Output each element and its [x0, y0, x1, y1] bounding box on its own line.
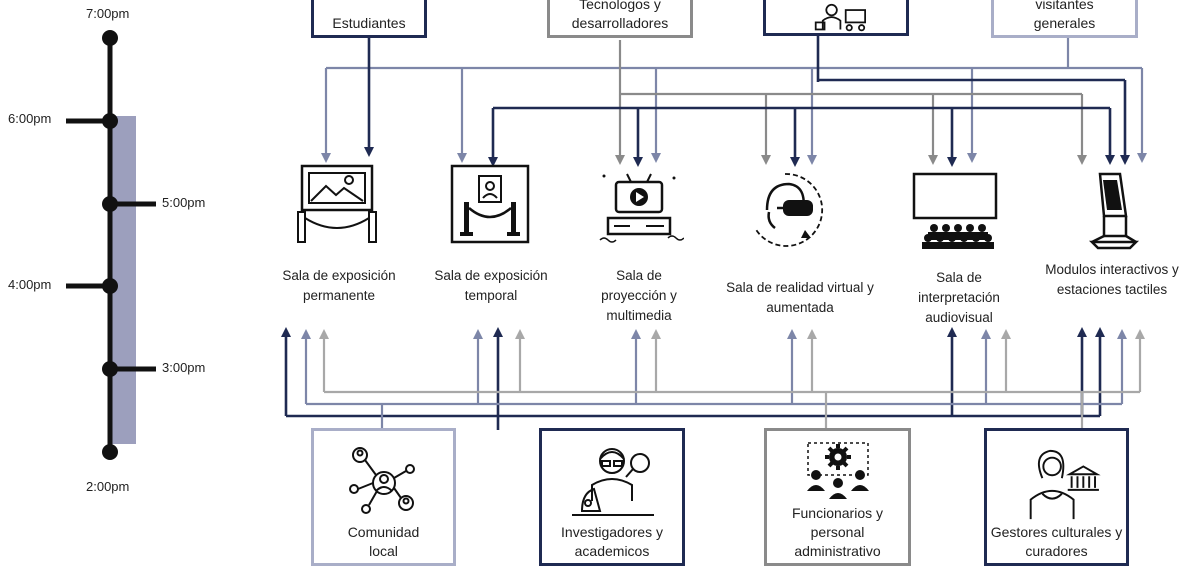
museum-exhibit-icon	[450, 164, 530, 244]
timeline-dot-2pm	[102, 444, 118, 460]
curator-icon	[1029, 449, 1101, 520]
researcher-icon	[572, 448, 654, 516]
investigadores-connectors	[281, 327, 1105, 430]
kiosk-icon	[1088, 172, 1140, 250]
room-label-permanente: Sala de exposición permanente	[282, 268, 396, 303]
group-box-investigadores: Investigadores y academicos	[539, 428, 685, 566]
timeline	[66, 30, 156, 460]
room-label-realidad: Sala de realidad virtual y aumentada	[726, 280, 874, 315]
estudiantes-connectors	[364, 36, 1130, 167]
group-label-visitantes: visitantes generales	[1033, 0, 1096, 31]
room-label-modulos: Modulos interactivos y estaciones tactil…	[1045, 262, 1179, 297]
timeline-label-7pm: 7:00pm	[86, 6, 130, 21]
timeline-label-3pm: 3:00pm	[162, 360, 206, 375]
group-label-funcionarios: Funcionarios y personal administrativo	[791, 505, 884, 559]
room-label-interpretacion: Sala de interpretación audiovisual	[918, 270, 1000, 325]
network-people-icon	[348, 447, 415, 514]
group-box-funcionarios: Funcionarios y personal administrativo	[764, 428, 911, 566]
room-label-temporal: Sala de exposición temporal	[434, 268, 548, 303]
tecnologos-connectors	[615, 40, 1087, 165]
group-label-tecnologos: Tecnologos y desarrolladores	[571, 0, 669, 31]
timeline-dot-7pm	[102, 30, 118, 46]
team-gear-icon	[806, 442, 869, 499]
timeline-label-5pm: 5:00pm	[162, 195, 206, 210]
timeline-label-6pm: 6:00pm	[8, 111, 52, 126]
framed-picture-icon	[297, 164, 377, 243]
group-box-estudiantes: Estudiantes	[311, 0, 427, 38]
video-screen-icon	[599, 173, 684, 243]
room-label-proyeccion: Sala de proyección y multimedia	[601, 268, 677, 323]
group-label-investigadores: Investigadores y academicos	[561, 524, 663, 559]
visitantes-connectors	[321, 38, 1147, 165]
group-label-estudiantes: Estudiantes	[332, 15, 406, 31]
group-box-gestores: Gestores culturales y curadores	[984, 428, 1129, 566]
vr-headset-icon	[754, 173, 824, 247]
group-box-third	[763, 0, 909, 36]
group-box-visitantes: visitantes generales	[991, 0, 1138, 38]
cinema-icon	[912, 172, 998, 249]
people-tech-icon	[814, 3, 866, 32]
group-label-gestores: Gestores culturales y curadores	[990, 524, 1123, 559]
group-label-comunidad: Comunidad local	[347, 524, 420, 559]
group-box-tecnologos: Tecnologos y desarrolladores	[547, 0, 693, 38]
group-box-comunidad: Comunidad local	[311, 428, 456, 566]
timeline-label-4pm: 4:00pm	[8, 277, 52, 292]
timeline-label-2pm: 2:00pm	[86, 479, 130, 494]
funcionarios-connectors	[319, 329, 1145, 430]
